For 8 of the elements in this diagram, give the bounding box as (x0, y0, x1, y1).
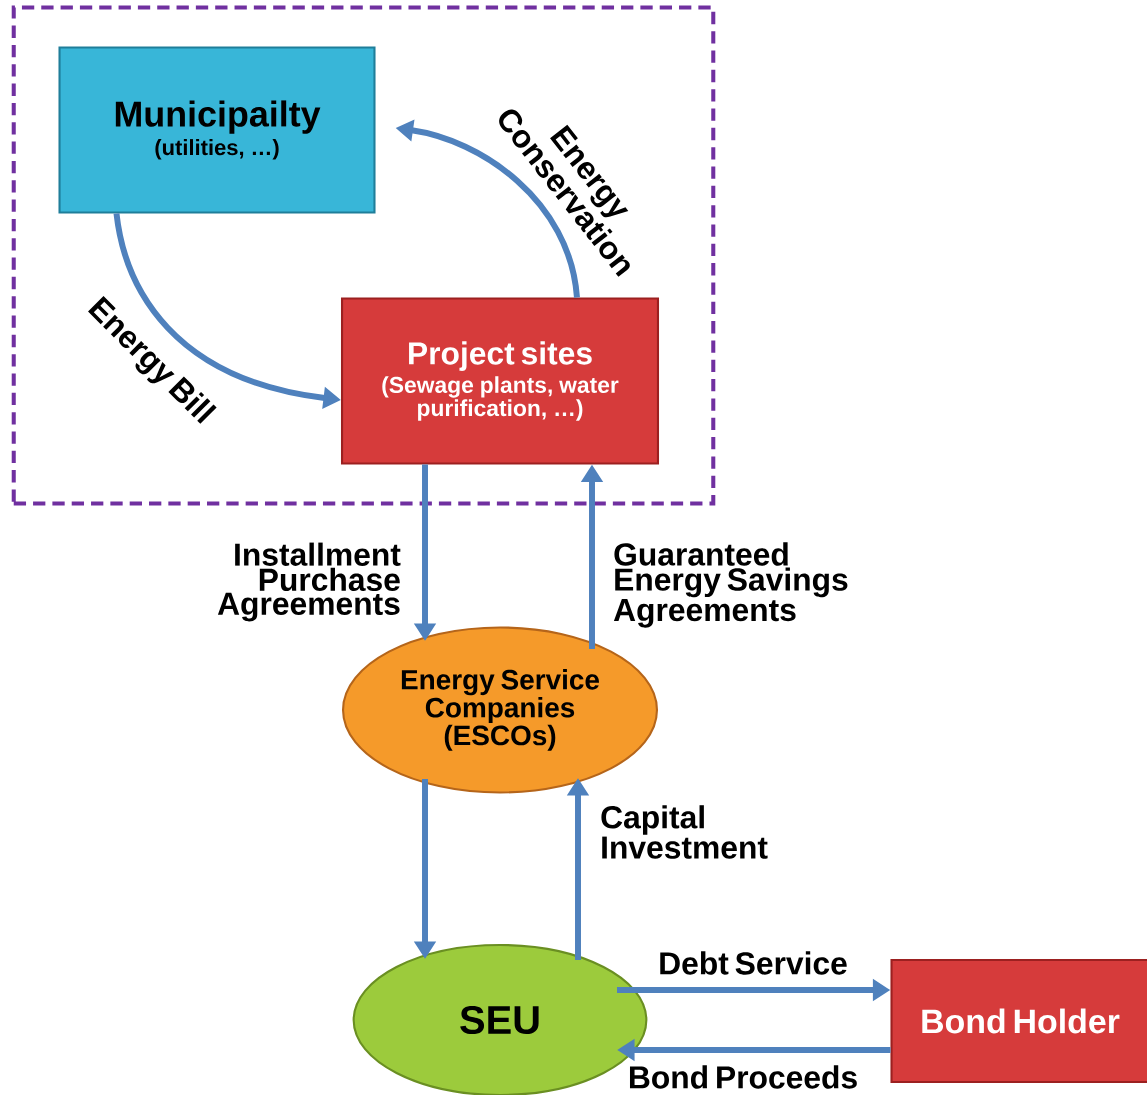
edge-label: Installment Purchase Agreements (217, 542, 401, 622)
edge-label: Capital Investment (601, 805, 768, 859)
dashed-boundary (11, 5, 716, 506)
process-box: Municipailty (utilities, …) (58, 46, 376, 214)
edge-label: Guaranteed Energy Savings Agreements (613, 542, 848, 628)
edge-label: Debt Service (660, 951, 847, 975)
process-box: Bond Holder (890, 958, 1147, 1084)
process-box: Project sites (Sewage plants, water purification, …) (341, 297, 660, 465)
